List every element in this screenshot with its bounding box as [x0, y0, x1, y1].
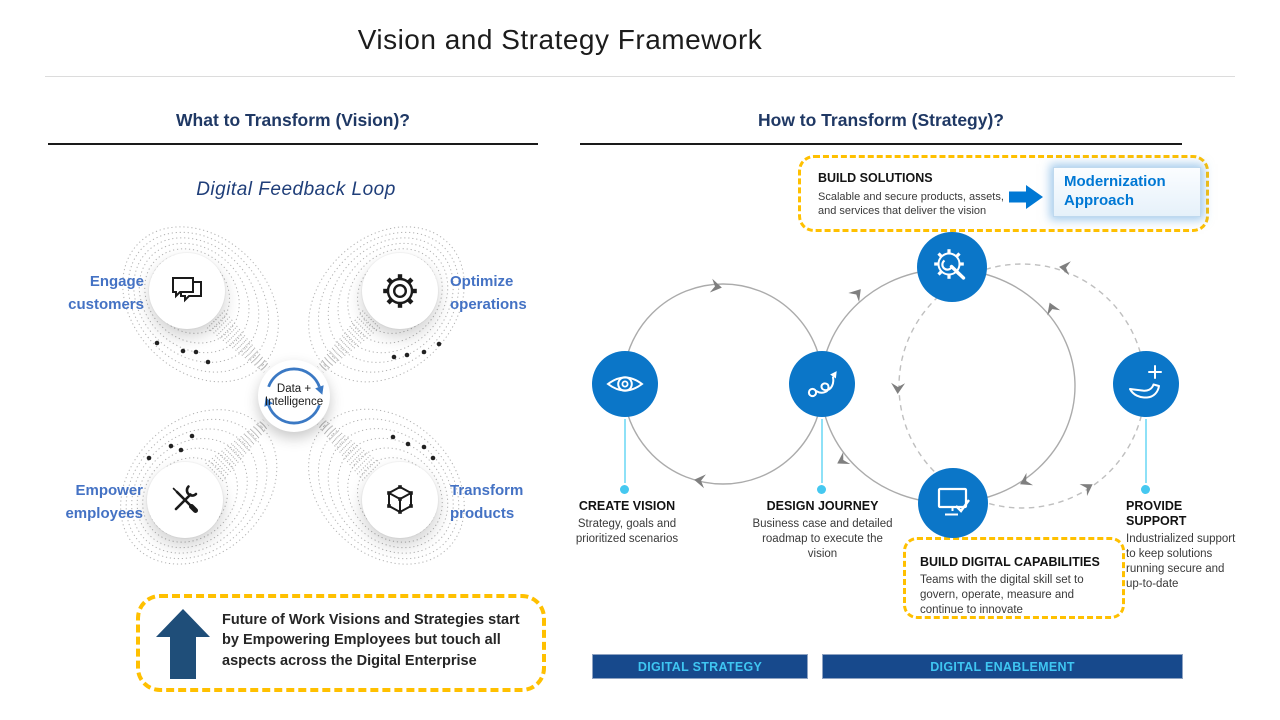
transform-products-node — [362, 462, 438, 538]
hub-label: Data + Intelligence — [264, 383, 324, 409]
hand-plus-icon — [1129, 365, 1162, 399]
digital-feedback-loop-title: Digital Feedback Loop — [196, 179, 396, 200]
gear-icon — [383, 274, 417, 308]
journey-path-icon — [807, 371, 837, 398]
gear-wrench-icon — [934, 249, 966, 280]
page-title: Vision and Strategy Framework — [357, 24, 763, 55]
create-vision-dot — [620, 485, 629, 494]
design-journey-dot — [817, 485, 826, 494]
up-arrow-icon — [156, 609, 210, 679]
design-journey-step: DESIGN JOURNEY Business case and detaile… — [750, 499, 895, 562]
empower-employees-label: Empower employees — [65, 482, 143, 522]
engage-customers-node — [149, 253, 225, 329]
create-vision-node — [592, 351, 658, 417]
cube-icon — [387, 485, 413, 514]
build-digital-capabilities-desc: Teams with the digital skill set to gove… — [920, 574, 1084, 616]
design-journey-desc: Business case and detailed roadmap to ex… — [752, 518, 893, 560]
provide-support-desc: Industrialized support to keep solutions… — [1126, 533, 1236, 590]
create-vision-step: CREATE VISION Strategy, goals and priori… — [566, 499, 688, 547]
empower-employees-node — [147, 462, 223, 538]
callout-text: Future of Work Visions and Strategies st… — [222, 612, 520, 669]
digital-enablement-bar: DIGITAL ENABLEMENT — [822, 654, 1183, 679]
left-section-header: What to Transform (Vision)? — [176, 110, 410, 130]
design-journey-title: DESIGN JOURNEY — [766, 499, 879, 513]
provide-support-step: PROVIDE SUPPORT Industrialized support t… — [1126, 499, 1244, 592]
future-of-work-callout: Future of Work Visions and Strategies st… — [136, 594, 546, 692]
data-intelligence-hub: Data + Intelligence — [258, 360, 330, 432]
optimize-operations-node — [362, 253, 438, 329]
build-solutions-callout: BUILD SOLUTIONS Scalable and secure prod… — [798, 155, 1209, 232]
chat-icon — [172, 277, 202, 303]
tools-icon — [172, 485, 198, 513]
build-digital-capabilities-node — [918, 468, 988, 538]
engage-customers-label: Engage customers — [68, 273, 144, 313]
design-journey-node — [789, 351, 855, 417]
provide-support-node — [1113, 351, 1179, 417]
build-solutions-desc: Scalable and secure products, assets, an… — [818, 191, 1004, 218]
provide-support-connector — [1145, 419, 1147, 483]
scatter-dots — [146, 340, 442, 461]
build-digital-capabilities-callout: BUILD DIGITAL CAPABILITIES Teams with th… — [903, 537, 1125, 619]
transform-products-label: Transform products — [450, 482, 524, 522]
left-header-underline — [48, 143, 538, 145]
title-divider — [45, 76, 1235, 77]
digital-strategy-bar: DIGITAL STRATEGY — [592, 654, 808, 679]
right-section-header: How to Transform (Strategy)? — [758, 110, 1004, 130]
provide-support-title: PROVIDE SUPPORT — [1126, 499, 1187, 528]
create-vision-desc: Strategy, goals and prioritized scenario… — [575, 518, 679, 545]
cycle-arrows-icon — [264, 367, 324, 425]
create-vision-connector — [624, 419, 626, 483]
right-header-underline — [580, 143, 1182, 145]
build-solutions-node — [917, 232, 987, 302]
build-digital-capabilities-title: BUILD DIGITAL CAPABILITIES — [920, 555, 1100, 569]
modernization-approach-button[interactable]: Modernization Approach — [1053, 167, 1201, 217]
optimize-operations-label: Optimize operations — [450, 273, 527, 313]
monitor-check-icon — [937, 487, 970, 516]
eye-icon — [606, 376, 644, 392]
provide-support-dot — [1141, 485, 1150, 494]
right-arrow-icon — [1009, 185, 1043, 209]
build-solutions-title: BUILD SOLUTIONS — [818, 171, 933, 185]
create-vision-title: CREATE VISION — [578, 499, 676, 513]
loop-arrowheads — [694, 261, 1093, 496]
design-journey-connector — [821, 419, 823, 483]
